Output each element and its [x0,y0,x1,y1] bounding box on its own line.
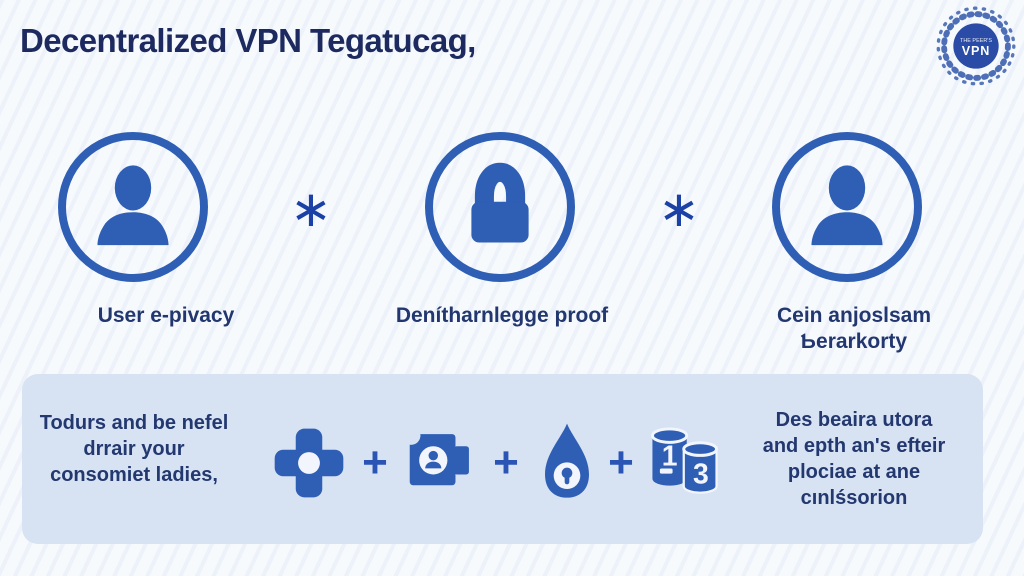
benefits-right-text: Des beaira utora and epth an's efteir pl… [740,407,968,511]
page-title: Decentralized VPN Tegatucag, [20,22,476,59]
id-card-icon [401,426,477,496]
data-cylinders-icon: 1 3 [642,423,724,499]
user-icon [811,165,883,246]
logo-main-text: VPN [962,44,990,58]
text-line: Des beaira utora [775,409,933,431]
lock-icon [471,162,529,243]
plus-separator: + [362,438,388,487]
text-line: drrair your [83,438,185,460]
asterisk-separator: ∗ [658,181,700,237]
feature-circle-lock [425,132,575,282]
cylinder-number-right: 3 [693,458,709,490]
user-icon [97,165,169,246]
network-ring-icon: THE PEER'S VPN [936,6,1016,86]
text-line: consomiet ladies, [50,464,218,486]
cylinder-number-left: 1 [662,440,678,472]
benefits-left-text: Todurs and be nefel drrair your consomie… [28,410,240,488]
plus-separator: + [493,438,519,487]
text-line: Todurs and be nefel [39,412,229,434]
text-line: cınlśsorion [800,487,908,509]
drop-lock-icon [537,420,597,502]
text-line: and epth an's efteir [762,435,946,457]
label-line: Denítharnlegge proof [395,304,609,327]
benefits-band [22,374,983,544]
label-line: Cein anjoslsam [776,304,932,327]
cross-plus-icon [270,424,348,502]
feature-circle-anonymity [772,132,922,282]
logo-top-text: THE PEER'S [960,38,992,44]
feature-circle-user-privacy [58,132,208,282]
vpn-network-logo: THE PEER'S VPN [934,4,1018,88]
asterisk-separator: ∗ [290,181,332,237]
feature-label-proof: Denítharnlegge proof [352,303,652,329]
feature-label-user-privacy: User e-pivacy [46,303,286,329]
label-line: User e-pivacy [97,304,235,327]
feature-label-anonymity: Cein anjoslsam Ƅerarkorty [734,303,974,355]
text-line: plociae at ane [787,461,921,483]
label-line: Ƅerarkorty [800,330,908,353]
plus-separator: + [608,438,634,487]
